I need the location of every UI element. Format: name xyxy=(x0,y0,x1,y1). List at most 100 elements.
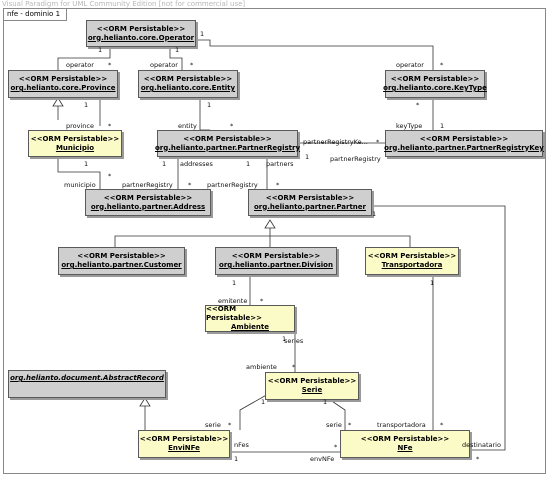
role-label: partners xyxy=(266,160,294,168)
role-label: nFes xyxy=(234,441,249,449)
mult-label: 1 xyxy=(372,210,377,218)
class-division[interactable]: <<ORM Persistable>> org.helianto.partner… xyxy=(215,247,337,275)
class-customer[interactable]: <<ORM Persistable>> org.helianto.partner… xyxy=(58,247,185,275)
role-label: operator xyxy=(396,61,424,69)
class-partner[interactable]: <<ORM Persistable>> org.helianto.partner… xyxy=(248,189,372,216)
gen-partner-subclasses xyxy=(114,228,411,247)
mult-label: * xyxy=(276,181,280,189)
mult-label: * xyxy=(190,61,194,69)
class-province[interactable]: <<ORM Persistable>> org.helianto.core.Pr… xyxy=(8,70,118,98)
class-serie[interactable]: <<ORM Persistable>> Serie xyxy=(265,372,359,400)
mult-label: 1 xyxy=(200,30,205,38)
gen-arrow-province xyxy=(52,97,64,107)
class-name: Serie xyxy=(301,386,323,394)
stereotype: <<ORM Persistable>> xyxy=(18,75,108,83)
stereotype: <<ORM Persistable>> xyxy=(103,193,193,202)
role-label: municipio xyxy=(64,181,96,189)
role-label: operator xyxy=(150,61,178,69)
class-name: EnviNFe xyxy=(168,444,200,452)
class-envinfe[interactable]: <<ORM Persistable>> EnviNFe xyxy=(138,430,230,458)
assoc-operator-keytype xyxy=(195,39,434,70)
role-label: transportadora xyxy=(377,421,426,429)
mult-label: * xyxy=(476,455,480,463)
mult-label: * xyxy=(348,421,352,429)
mult-label: * xyxy=(108,61,112,69)
class-partner-registry[interactable]: <<ORM Persistable>> org.helianto.partner… xyxy=(155,130,300,157)
mult-label: 1 xyxy=(84,160,89,168)
stereotype: <<ORM Persistable>> xyxy=(390,75,480,83)
role-label: keyType xyxy=(396,122,423,130)
class-name: Transportadora xyxy=(381,261,443,269)
diagram-frame xyxy=(3,8,546,474)
mult-label: 1 xyxy=(84,101,89,109)
diagram-frame-title: nfe - dominio 1 xyxy=(3,8,68,21)
role-label: addresses xyxy=(180,160,213,168)
class-municipio[interactable]: <<ORM Persistable>> Municipio xyxy=(28,130,122,157)
class-operator[interactable]: <<ORM Persistable>> org.helianto.core.Op… xyxy=(86,20,196,47)
role-label: emitente xyxy=(218,297,248,305)
role-label: partnerRegistry xyxy=(330,155,381,163)
watermark: Visual Paradigm for UML Community Editio… xyxy=(2,0,246,8)
class-ambiente[interactable]: <<ORM Persistable>> Ambiente xyxy=(205,305,295,332)
stereotype: <<ORM Persistable>> xyxy=(267,377,357,385)
role-label: entity xyxy=(178,122,197,130)
class-transportadora[interactable]: <<ORM Persistable>> Transportadora xyxy=(365,247,459,275)
class-name: org.helianto.partner.Division xyxy=(219,261,333,269)
class-name: org.helianto.document.AbstractRecord xyxy=(10,374,164,382)
mult-label: * xyxy=(108,122,112,130)
role-label: partnerRegistry xyxy=(207,181,258,189)
mult-label: 1 xyxy=(282,335,287,343)
assoc-municipio-address xyxy=(57,157,101,189)
role-label: destinatario xyxy=(462,441,501,449)
gen-arrow-partner xyxy=(264,219,276,229)
mult-label: 1 xyxy=(246,160,251,168)
class-name: org.helianto.core.Operator xyxy=(87,33,195,42)
stereotype: <<ORM Persistable>> xyxy=(139,435,229,443)
class-partner-registry-key[interactable]: <<ORM Persistable>> org.helianto.partner… xyxy=(384,130,544,157)
class-address[interactable]: <<ORM Persistable>> org.helianto.partner… xyxy=(85,189,211,216)
mult-label: * xyxy=(230,122,234,130)
role-label: province xyxy=(66,122,94,130)
role-label: serie xyxy=(205,421,221,429)
mult-label: 1 xyxy=(162,160,167,168)
stereotype: <<ORM Persistable>> xyxy=(367,252,457,260)
mult-label: * xyxy=(440,61,444,69)
gen-arrow-abstractrecord xyxy=(139,397,151,407)
assoc-partner-nfe xyxy=(372,205,506,451)
mult-label: * xyxy=(108,172,112,180)
stereotype: <<ORM Persistable>> xyxy=(183,134,272,143)
class-keytype[interactable]: <<ORM Persistable>> org.helianto.core.Ke… xyxy=(383,70,487,98)
class-nfe[interactable]: <<ORM Persistable>> NFe xyxy=(340,430,470,458)
mult-label: * xyxy=(292,363,296,371)
stereotype: <<ORM Persistable>> xyxy=(77,252,166,260)
role-label: partnerRegistry xyxy=(122,181,173,189)
mult-label: 1 xyxy=(261,398,266,406)
mult-label: * xyxy=(440,421,444,429)
stereotype: <<ORM Persistable>> xyxy=(30,134,120,143)
stereotype: <<ORM Persistable>> xyxy=(143,75,233,83)
mult-label: 1 xyxy=(323,398,328,406)
stereotype: <<ORM Persistable>> xyxy=(419,134,509,143)
role-label: partnerRegistryKe... xyxy=(303,138,368,146)
class-name: Ambiente xyxy=(231,323,269,331)
assoc-operator-entity xyxy=(169,46,183,70)
class-abstract-record[interactable]: org.helianto.document.AbstractRecord xyxy=(8,370,166,398)
stereotype: <<ORM Persistable>> xyxy=(231,252,321,260)
stereotype: <<ORM Persistable>> xyxy=(265,193,355,202)
class-name: org.helianto.partner.Address xyxy=(90,202,206,211)
role-label: envNFe xyxy=(310,455,335,463)
class-name: org.helianto.partner.PartnerRegistryKey xyxy=(384,143,544,152)
role-label: series xyxy=(284,337,304,345)
mult-label: 1 xyxy=(440,122,445,130)
class-name: NFe xyxy=(397,444,413,452)
assoc-serie-envinfe xyxy=(239,392,271,430)
mult-label: 1 xyxy=(175,46,180,54)
class-name: org.helianto.core.Entity xyxy=(140,84,236,92)
class-entity[interactable]: <<ORM Persistable>> org.helianto.core.En… xyxy=(138,70,238,98)
role-label: serie xyxy=(326,421,342,429)
class-name: org.helianto.partner.Customer xyxy=(61,261,182,269)
class-name: org.helianto.core.KeyType xyxy=(383,84,487,92)
mult-label: * xyxy=(376,138,380,146)
stereotype: <<ORM Persistable>> xyxy=(206,305,263,322)
